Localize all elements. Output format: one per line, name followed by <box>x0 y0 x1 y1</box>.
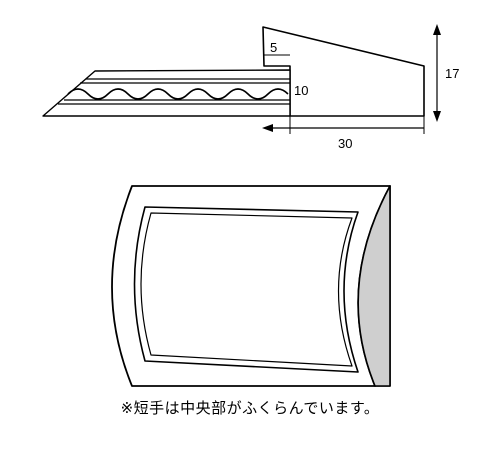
dim-label-step: 5 <box>270 40 277 55</box>
dim-label-face: 10 <box>294 83 308 98</box>
corrugated-core <box>67 88 289 100</box>
dim-label-total-height: 17 <box>445 66 459 81</box>
caption-note: ※短手は中央部がふくらんでいます。 <box>120 399 380 417</box>
dimension-depth: 30 <box>262 116 425 151</box>
dim-label-depth: 30 <box>338 136 352 151</box>
front-view <box>111 185 391 387</box>
dimension-total-height: 17 <box>433 24 459 122</box>
dimension-step: 5 <box>264 40 290 56</box>
frame-inner-rabbet <box>140 212 353 367</box>
frame-side-shading <box>357 185 391 387</box>
profile-cross-section <box>42 26 425 117</box>
dimension-face: 10 <box>294 83 308 98</box>
